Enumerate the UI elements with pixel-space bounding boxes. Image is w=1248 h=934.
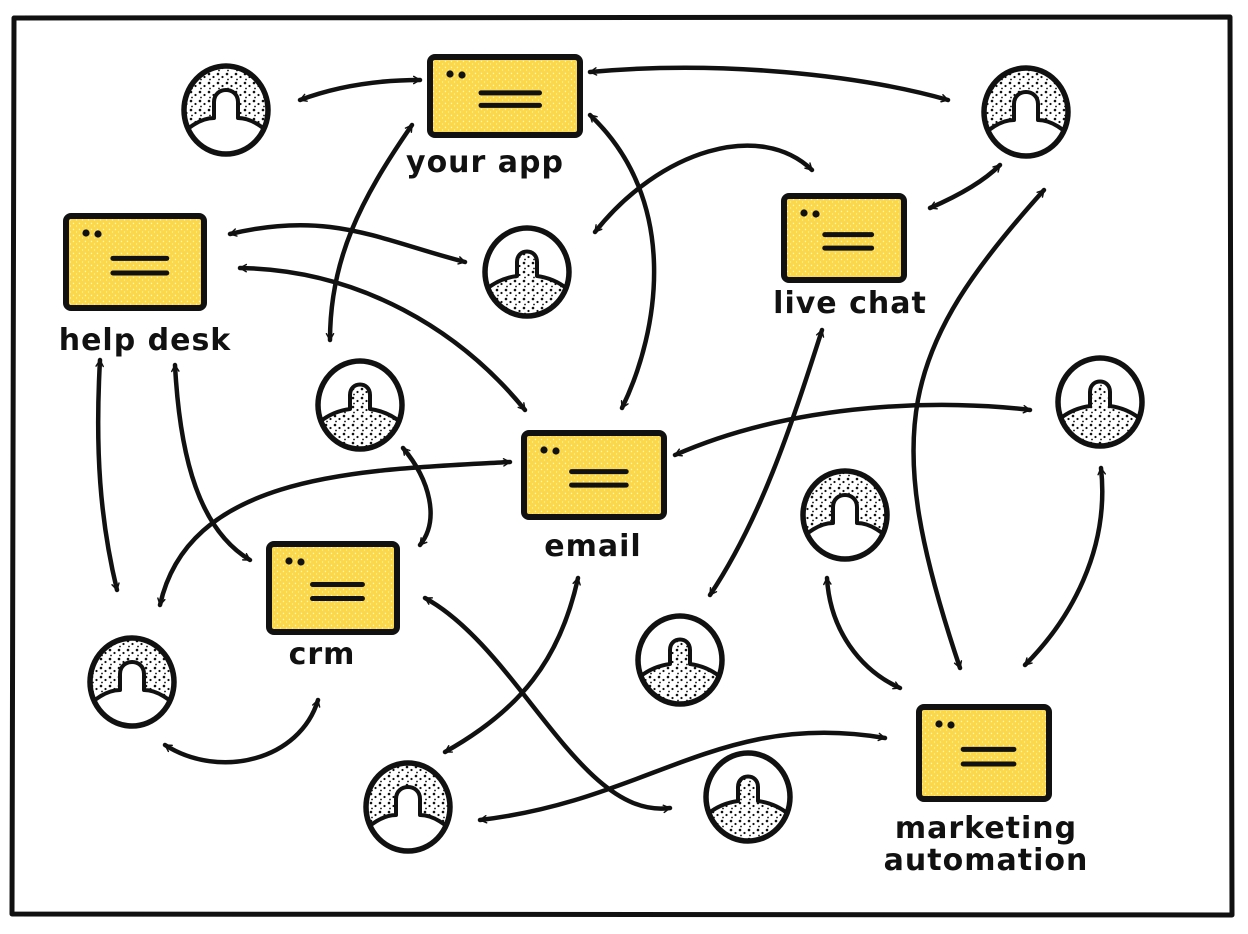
connection-p3-live_chat <box>592 143 815 235</box>
app-label: automation <box>884 843 1089 878</box>
connection-email-p9 <box>442 575 581 755</box>
app-label: your app <box>406 145 564 180</box>
connection-your_app-p2 <box>587 65 951 103</box>
app-help-desk: help desk <box>59 213 232 358</box>
connections-layer <box>95 65 1106 824</box>
person-avatar-icon <box>981 65 1071 159</box>
app-live-chat: live chat <box>773 193 927 321</box>
connection-p5-marketing_automation <box>1022 465 1106 668</box>
connection-p4-crm <box>400 445 433 548</box>
person-avatar-icon <box>363 760 453 854</box>
connection-p7-crm <box>162 697 321 765</box>
window-dot-icon <box>285 557 293 565</box>
app-label: crm <box>289 637 356 672</box>
app-label: email <box>544 529 641 564</box>
connection-p9-marketing_automation <box>477 730 888 824</box>
window-dot-icon <box>94 230 102 238</box>
frame-border <box>9 14 1235 919</box>
connection-help_desk-p7 <box>95 357 120 593</box>
app-crm: crm <box>266 541 400 672</box>
window-dot-icon <box>800 209 808 217</box>
person-avatar-icon <box>635 613 725 707</box>
person-avatar-icon <box>1055 355 1145 449</box>
app-window-icon <box>781 193 907 283</box>
app-label: marketing <box>895 811 1077 846</box>
app-email: email <box>521 430 667 564</box>
connection-p2-marketing_automation <box>911 187 1047 671</box>
person-avatar-icon <box>800 468 890 562</box>
connection-help_desk-crm <box>171 362 253 563</box>
window-dot-icon <box>947 721 955 729</box>
app-window-icon <box>266 541 400 635</box>
window-dot-icon <box>935 720 943 728</box>
connection-live_chat-p8 <box>707 327 825 598</box>
app-window-icon <box>916 704 1052 802</box>
window-dot-icon <box>458 71 466 79</box>
person-avatar-icon <box>315 358 405 452</box>
app-your-app: your app <box>406 54 583 180</box>
person-avatar-icon <box>482 225 572 319</box>
connection-your_app-email <box>587 112 657 411</box>
connection-help_desk-email <box>237 263 528 413</box>
connection-email-p5 <box>672 402 1033 458</box>
window-dot-icon <box>297 558 305 566</box>
connection-crm-p10 <box>422 595 673 814</box>
connection-p6-marketing_automation <box>823 575 903 691</box>
app-label: help desk <box>59 323 232 358</box>
connection-p1-your_app <box>297 75 423 103</box>
app-window-icon <box>521 430 667 520</box>
app-window-icon <box>63 213 207 311</box>
window-dot-icon <box>446 70 454 78</box>
apps-layer: your app help desk live chat email crm market… <box>59 54 1089 878</box>
connection-live_chat-p2 <box>927 162 1003 211</box>
app-label: live chat <box>773 286 927 321</box>
people-layer <box>87 63 1145 854</box>
window-dot-icon <box>552 447 560 455</box>
app-window-icon <box>427 54 583 138</box>
person-avatar-icon <box>703 750 793 844</box>
window-dot-icon <box>540 446 548 454</box>
window-dot-icon <box>812 210 820 218</box>
connection-email-p7 <box>157 458 513 608</box>
connection-help_desk-p3 <box>227 222 468 265</box>
person-avatar-icon <box>87 635 177 729</box>
person-avatar-icon <box>181 63 271 157</box>
window-dot-icon <box>82 229 90 237</box>
